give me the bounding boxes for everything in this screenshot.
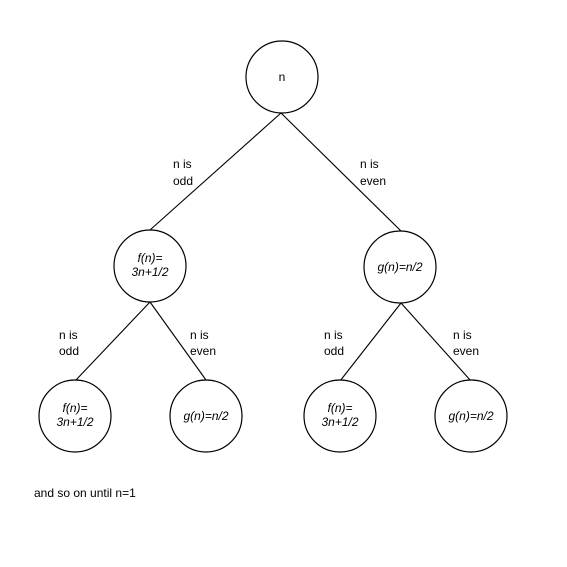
node-g-level1: g(n)=n/2 <box>363 230 437 304</box>
edge-label-line2: odd <box>59 344 79 358</box>
edge-label-line2: even <box>360 174 386 188</box>
node-f-line2: 3n+1/2 <box>321 415 358 429</box>
node-g-label: g(n)=n/2 <box>183 409 228 423</box>
edge-label-even-level2-right: n is even <box>453 328 479 358</box>
edge-root-to-right <box>280 112 402 232</box>
node-g-label: g(n)=n/2 <box>377 260 422 274</box>
edge-label-odd-level1: n is odd <box>173 157 193 188</box>
edge-label-line1: n is <box>453 328 472 342</box>
edge-right-to-rl <box>339 302 402 382</box>
node-root: n <box>245 40 319 114</box>
node-f-line1: f(n)= <box>62 401 87 415</box>
edge-label-even-level1: n is even <box>360 157 386 188</box>
edge-label-line1: n is <box>360 157 379 171</box>
node-f-level2-left: f(n)= 3n+1/2 <box>38 379 112 453</box>
edge-label-even-level2-left: n is even <box>190 328 216 358</box>
edge-label-line1: n is <box>324 328 343 342</box>
edge-label-line1: n is <box>173 157 192 171</box>
node-g-level2-left: g(n)=n/2 <box>169 379 243 453</box>
edge-label-odd-level2-left: n is odd <box>59 328 79 358</box>
node-f-line1: f(n)= <box>327 401 352 415</box>
edge-label-line2: odd <box>324 344 344 358</box>
node-f-level2-right: f(n)= 3n+1/2 <box>303 379 377 453</box>
edge-label-odd-level2-right: n is odd <box>324 328 344 358</box>
node-root-label: n <box>279 70 286 84</box>
edge-label-line2: odd <box>173 174 193 188</box>
edge-label-line1: n is <box>59 328 78 342</box>
edge-label-line1: n is <box>190 328 209 342</box>
edge-label-line2: even <box>453 344 479 358</box>
node-f-line1: f(n)= <box>137 251 162 265</box>
node-g-label: g(n)=n/2 <box>448 409 493 423</box>
node-f-line2: 3n+1/2 <box>131 265 168 279</box>
node-f-line2: 3n+1/2 <box>56 415 93 429</box>
edge-left-to-ll <box>74 301 151 382</box>
node-g-level2-right: g(n)=n/2 <box>434 379 508 453</box>
edge-right-to-rr <box>400 302 472 382</box>
footer-note: and so on until n=1 <box>34 486 136 500</box>
edge-left-to-lr <box>149 301 207 381</box>
node-f-level1: f(n)= 3n+1/2 <box>113 229 187 303</box>
edge-label-line2: even <box>190 344 216 358</box>
edge-root-to-left <box>149 112 282 231</box>
